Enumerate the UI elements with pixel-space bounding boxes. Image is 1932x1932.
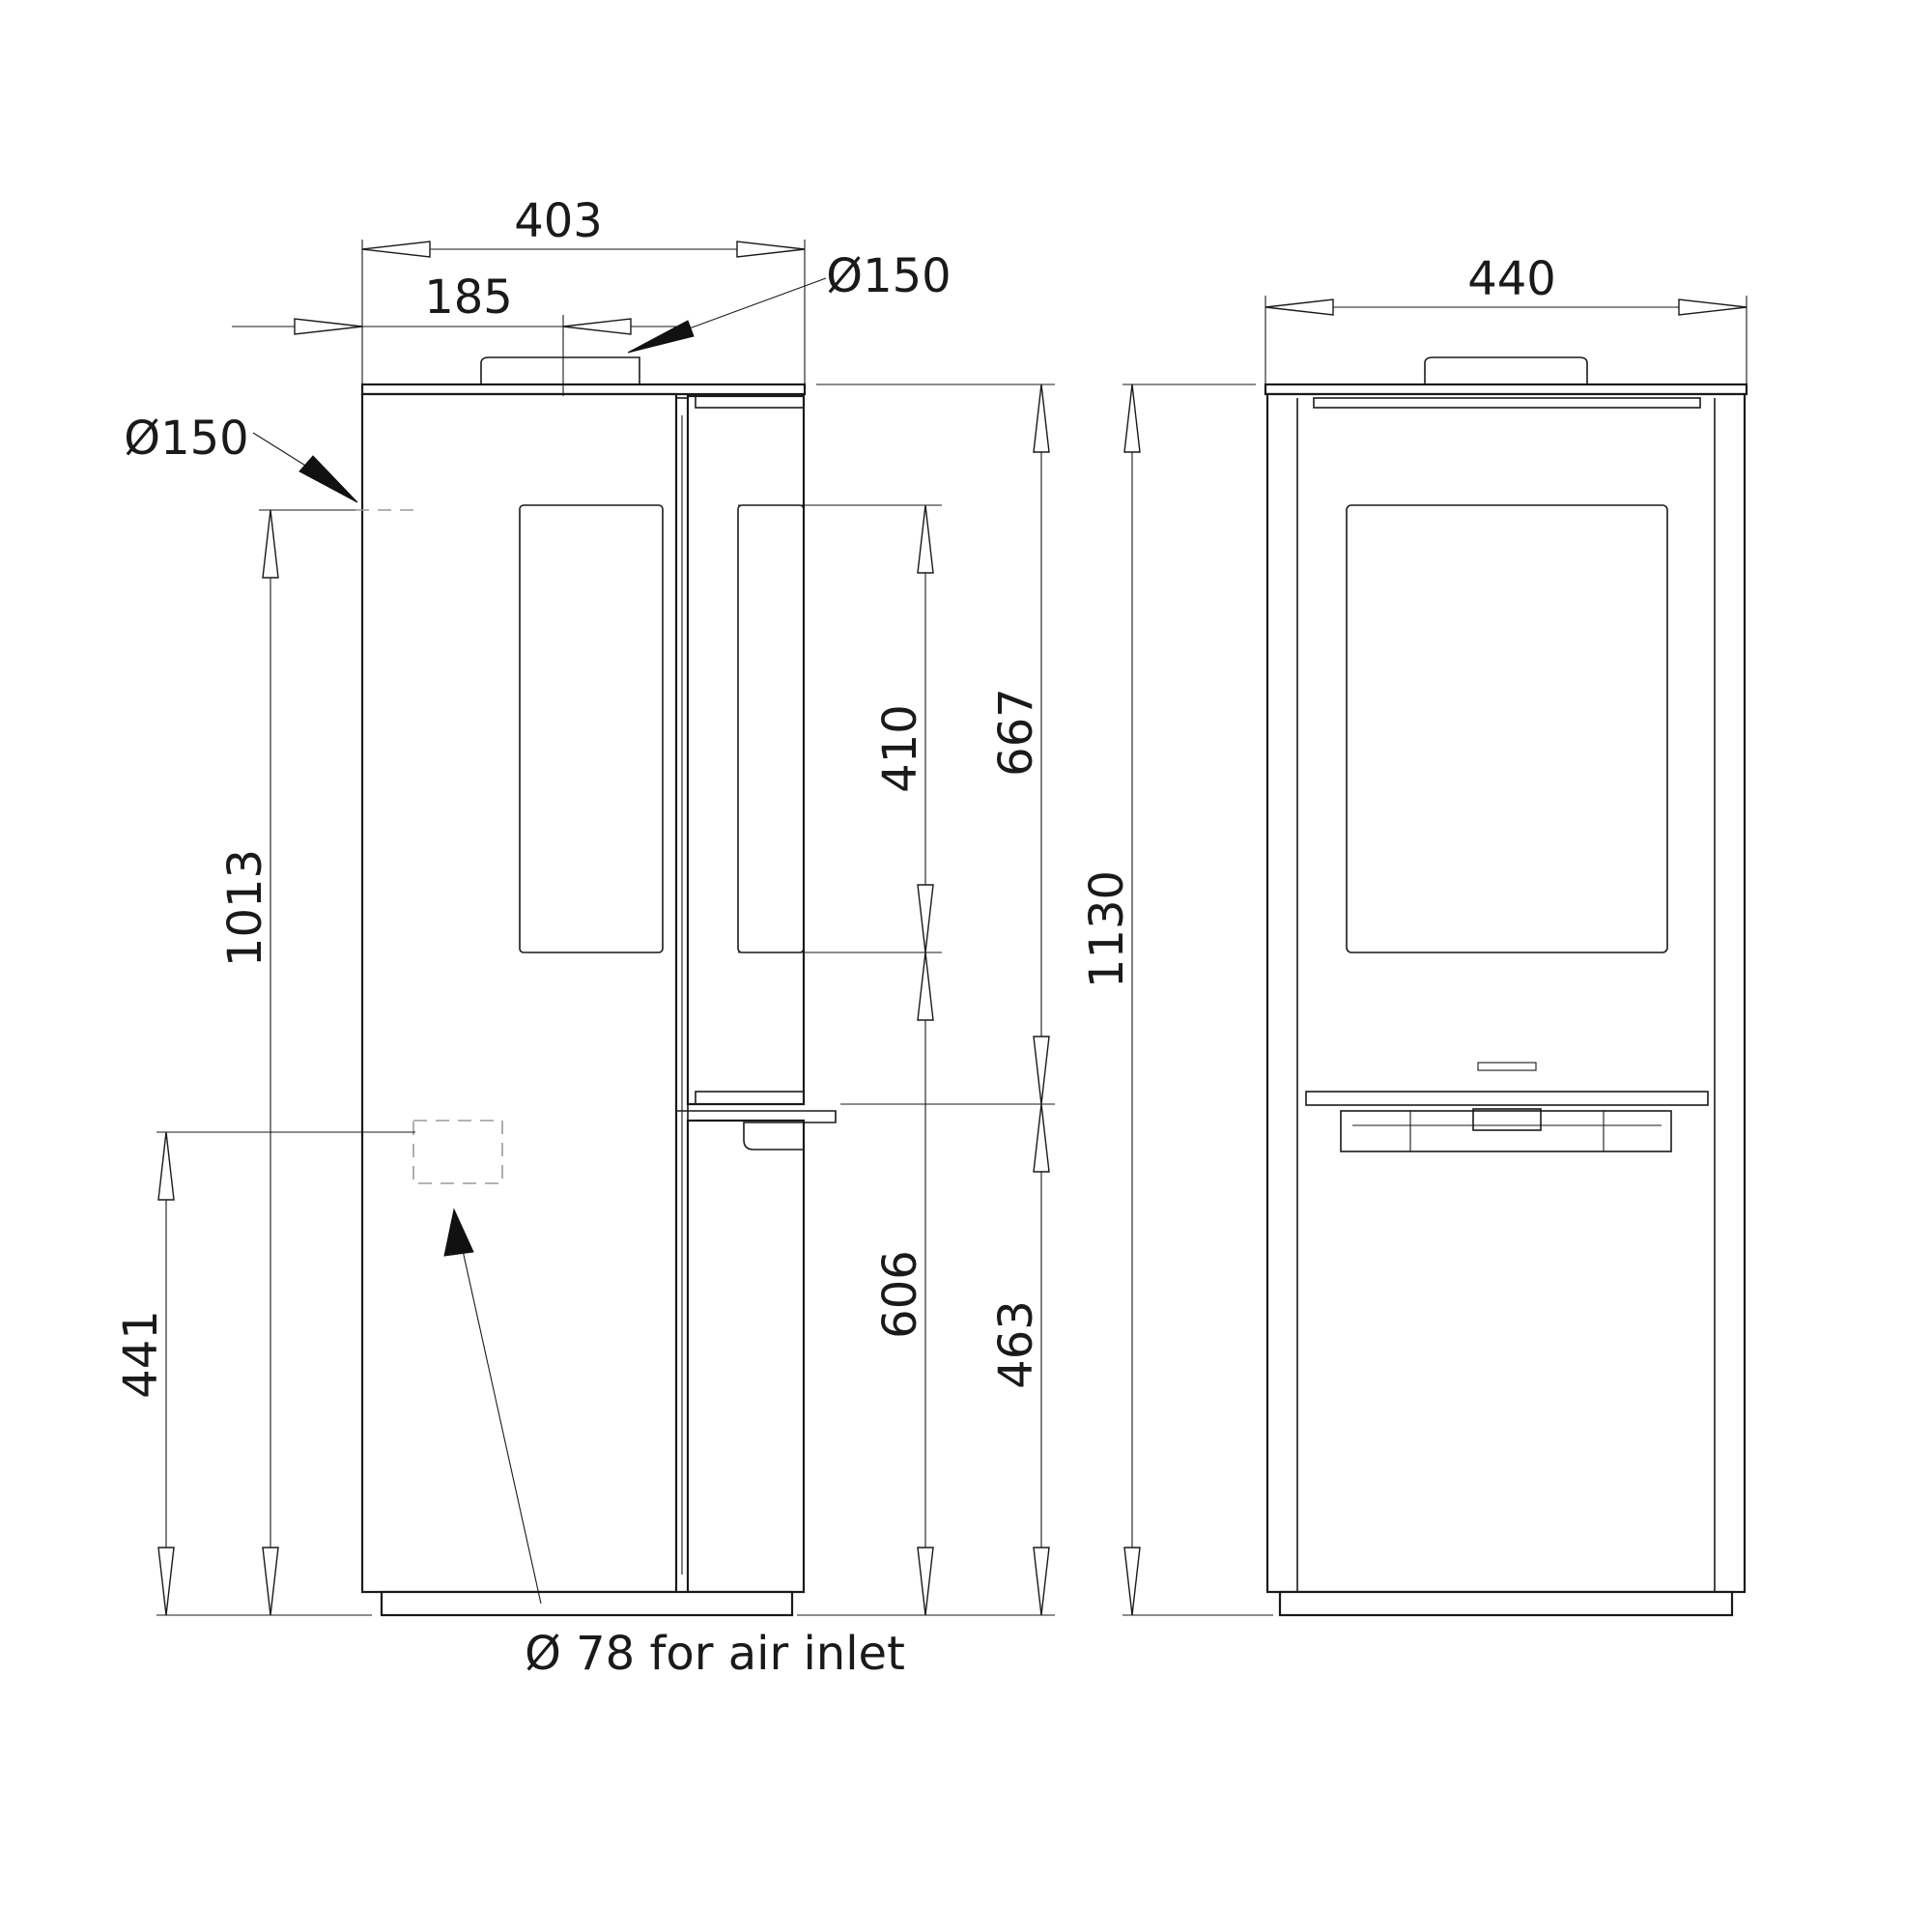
side-door-top-trim <box>695 395 805 409</box>
side-plinth <box>380 1590 794 1617</box>
front-flue-collar <box>1424 356 1588 384</box>
side-top-plate <box>360 383 807 396</box>
label-firebox-floor-height: 463 <box>989 1300 1043 1389</box>
label-top-flue-diameter: Ø150 <box>826 249 951 303</box>
side-door-bottom-trim <box>695 1091 805 1105</box>
label-side-width: 403 <box>514 194 603 248</box>
leader-air-inlet <box>461 1245 542 1605</box>
side-ash-tray <box>676 1110 837 1151</box>
label-firebox-top-height: 606 <box>873 1250 927 1339</box>
label-air-inlet-height: 441 <box>114 1310 168 1399</box>
label-rear-flue-diameter: Ø150 <box>124 412 248 466</box>
front-air-slider <box>1472 1108 1542 1131</box>
dimension-lines <box>156 240 1747 1616</box>
label-air-inlet-note: Ø 78 for air inlet <box>525 1627 905 1681</box>
side-view <box>355 356 837 1617</box>
front-door-top-trim <box>1313 397 1701 409</box>
front-window <box>1346 504 1668 953</box>
front-body <box>1265 392 1747 1594</box>
front-ash-tray <box>1340 1110 1672 1152</box>
side-lower-panel <box>686 1119 806 1594</box>
label-flue-offset: 185 <box>424 270 513 325</box>
front-door-bottom-trim <box>1305 1091 1709 1106</box>
side-window-left <box>519 504 664 953</box>
label-front-width: 440 <box>1467 252 1556 306</box>
front-view <box>1264 356 1748 1617</box>
front-top-plate <box>1264 383 1748 396</box>
logo-icon <box>1477 1062 1537 1071</box>
label-total-height: 1130 <box>1080 870 1134 988</box>
label-door-height: 667 <box>989 688 1043 777</box>
dimension-labels: 403 185 Ø150 Ø150 1013 441 410 606 667 4… <box>114 194 1556 1681</box>
label-door-glass-height: 410 <box>873 704 927 793</box>
label-rear-flue-height: 1013 <box>218 849 272 967</box>
air-inlet-hidden-outline <box>412 1120 503 1184</box>
side-flue-collar <box>480 356 640 384</box>
side-door-panel <box>686 394 806 1106</box>
front-plinth <box>1278 1590 1734 1617</box>
leader-top-flue <box>675 277 827 334</box>
